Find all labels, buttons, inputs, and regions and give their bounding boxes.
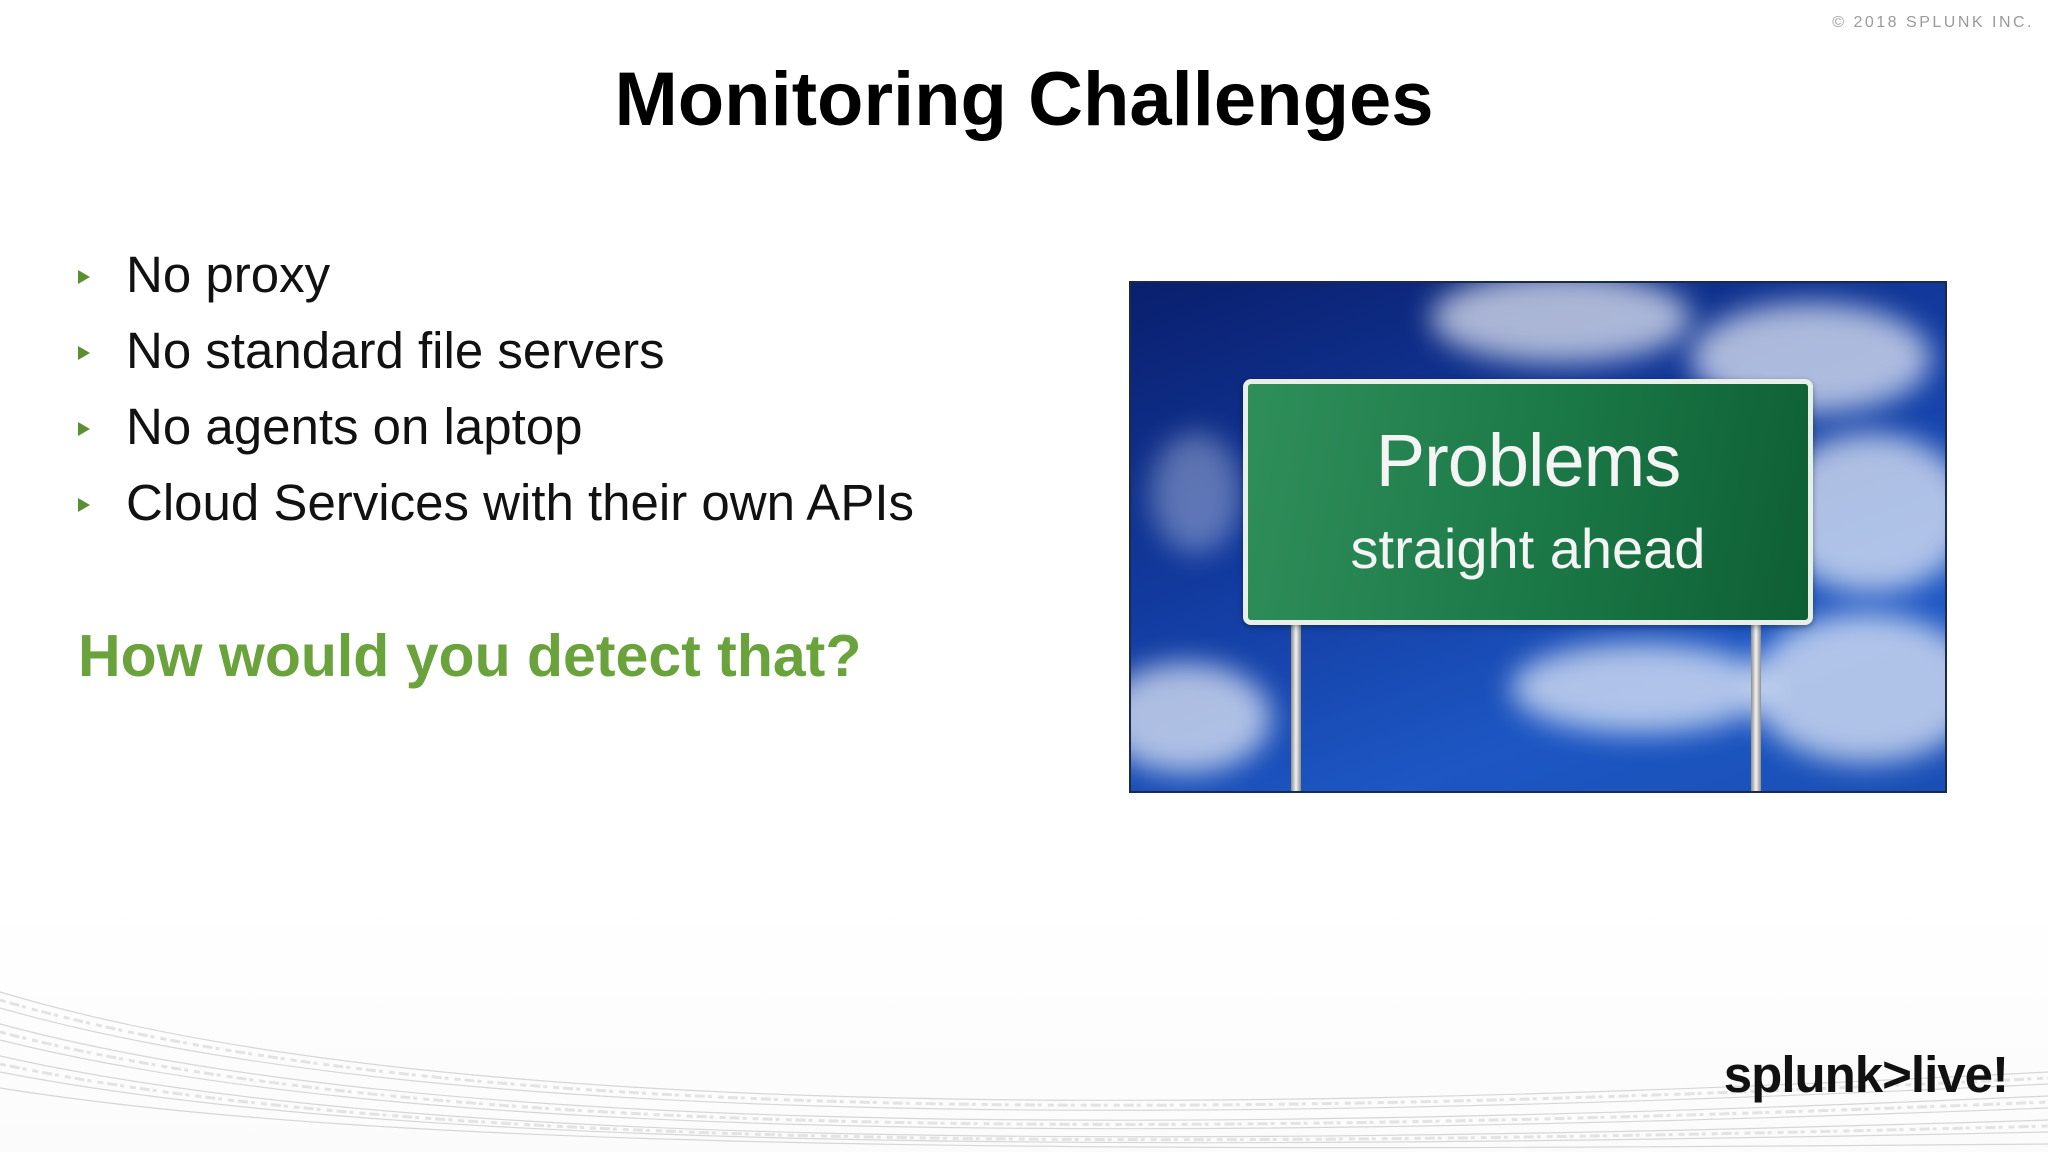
sign-post-left	[1291, 619, 1301, 791]
bullet-arrow-icon	[78, 422, 90, 436]
bullet-arrow-icon	[78, 498, 90, 512]
bullet-arrow-icon	[78, 270, 90, 284]
bullet-list: No proxy No standard file servers No age…	[78, 236, 914, 540]
bullet-text: No proxy	[126, 245, 331, 303]
bullet-item: No standard file servers	[78, 312, 914, 388]
question-text: How would you detect that?	[78, 623, 862, 689]
bullet-item: Cloud Services with their own APIs	[78, 464, 914, 540]
splunk-live-logo: splunk>live!	[1723, 1046, 2009, 1103]
log-text-decoration	[0, 991, 2048, 1149]
bullet-arrow-icon	[78, 346, 90, 360]
copyright-notice: © 2018 SPLUNK INC.	[1832, 14, 2034, 31]
sign-subtitle: straight ahead	[1350, 517, 1706, 580]
problems-sign-image: Problems straight ahead	[1129, 281, 1947, 793]
bullet-item: No agents on laptop	[78, 388, 914, 464]
bullet-text: No standard file servers	[126, 321, 665, 379]
road-sign: Problems straight ahead	[1243, 379, 1813, 625]
sign-post-right	[1751, 619, 1761, 791]
slide-title: Monitoring Challenges	[614, 57, 1434, 142]
bullet-item: No proxy	[78, 236, 914, 312]
bullet-text: No agents on laptop	[126, 397, 583, 455]
bullet-text: Cloud Services with their own APIs	[126, 473, 915, 531]
sign-title: Problems	[1375, 419, 1681, 502]
